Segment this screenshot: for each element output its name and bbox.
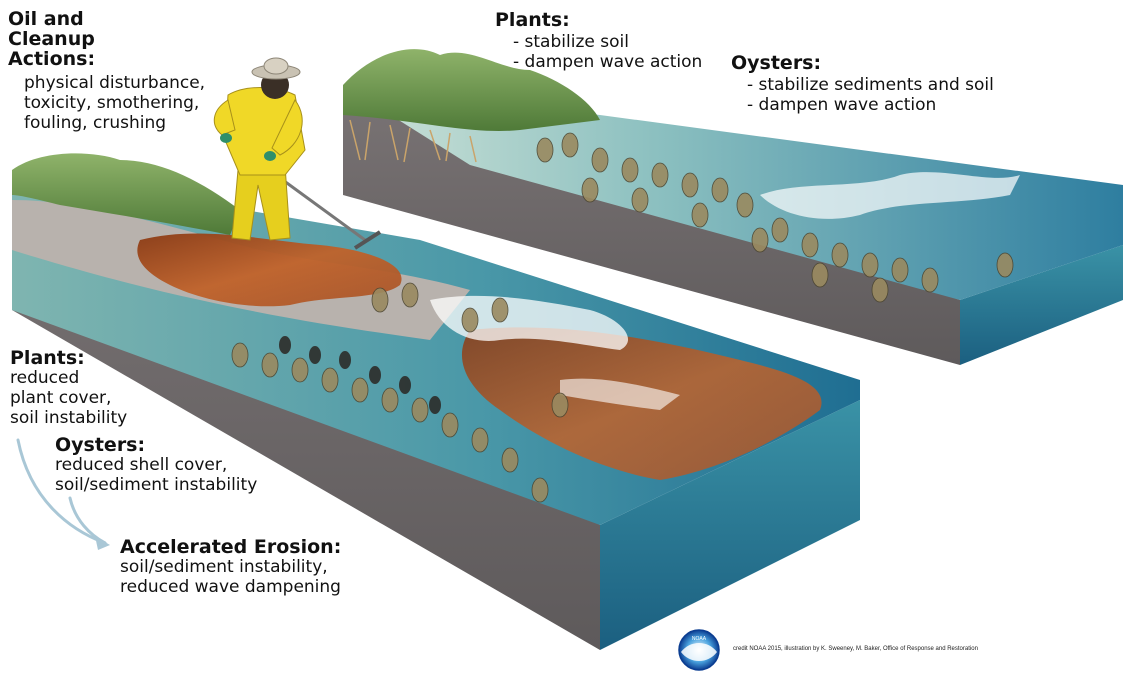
image-credit: credit NOAA 2015, illustration by K. Swe… bbox=[733, 646, 978, 652]
healthy-oysters-label: Oysters: - stabilize sediments and soil … bbox=[731, 53, 994, 115]
effect-line: - dampen wave action bbox=[513, 52, 703, 72]
healthy-plants-effects: - stabilize soil - dampen wave action bbox=[513, 32, 702, 72]
accelerated-erosion-effects: soil/sediment instability, reduced wave … bbox=[120, 557, 341, 597]
accelerated-erosion-heading: Accelerated Erosion: bbox=[120, 536, 342, 558]
effect-line: toxicity, smothering, bbox=[24, 93, 200, 113]
noaa-logo: NOAA bbox=[678, 629, 720, 671]
impacted-oysters-effects: reduced shell cover, soil/sediment insta… bbox=[55, 455, 257, 495]
heading-line: Cleanup bbox=[8, 28, 95, 50]
healthy-oysters-effects: - stabilize sediments and soil - dampen … bbox=[747, 75, 994, 115]
healthy-plants-heading: Plants: bbox=[495, 9, 570, 31]
effect-line: soil instability bbox=[10, 408, 128, 428]
healthy-oysters-heading: Oysters: bbox=[731, 52, 822, 74]
arrowhead bbox=[95, 536, 110, 550]
impacted-plants-label: Plants: reduced plant cover, soil instab… bbox=[10, 348, 127, 428]
impacted-oysters-label: Oysters: reduced shell cover, soil/sedim… bbox=[55, 435, 257, 495]
heading-line: Oil and bbox=[8, 8, 84, 30]
effect-line: plant cover, bbox=[10, 388, 112, 408]
healthy-plants-label: Plants: - stabilize soil - dampen wave a… bbox=[495, 10, 702, 72]
impacted-oysters-heading: Oysters: bbox=[55, 434, 146, 456]
effect-line: reduced shell cover, bbox=[55, 455, 228, 475]
oil-cleanup-effects: physical disturbance, toxicity, smotheri… bbox=[24, 73, 205, 133]
oil-cleanup-heading: Oil and Cleanup Actions: bbox=[8, 9, 205, 69]
oiled-shoreline-block bbox=[12, 153, 860, 650]
effect-line: reduced wave dampening bbox=[120, 577, 341, 597]
effect-line: reduced bbox=[10, 368, 80, 388]
effect-line: soil/sediment instability bbox=[55, 475, 258, 495]
impacted-plants-heading: Plants: bbox=[10, 347, 85, 369]
oil-cleanup-label: Oil and Cleanup Actions: physical distur… bbox=[8, 9, 205, 133]
effect-line: fouling, crushing bbox=[24, 113, 167, 133]
accelerated-erosion-label: Accelerated Erosion: soil/sediment insta… bbox=[120, 537, 341, 597]
erosion-arrows bbox=[16, 438, 110, 550]
effect-line: - stabilize soil bbox=[513, 32, 629, 52]
effect-line: - dampen wave action bbox=[747, 95, 937, 115]
healthy-shoreline-block bbox=[343, 49, 1123, 365]
effect-line: - stabilize sediments and soil bbox=[747, 75, 994, 95]
cleanup-worker bbox=[213, 57, 382, 250]
plants-to-erosion-arrow bbox=[16, 438, 107, 545]
effect-line: physical disturbance, bbox=[24, 73, 206, 93]
impacted-plants-effects: reduced plant cover, soil instability bbox=[10, 368, 127, 428]
effect-line: soil/sediment instability, bbox=[120, 557, 328, 577]
heading-line: Actions: bbox=[8, 48, 96, 70]
noaa-logo-text: NOAA bbox=[692, 636, 707, 642]
